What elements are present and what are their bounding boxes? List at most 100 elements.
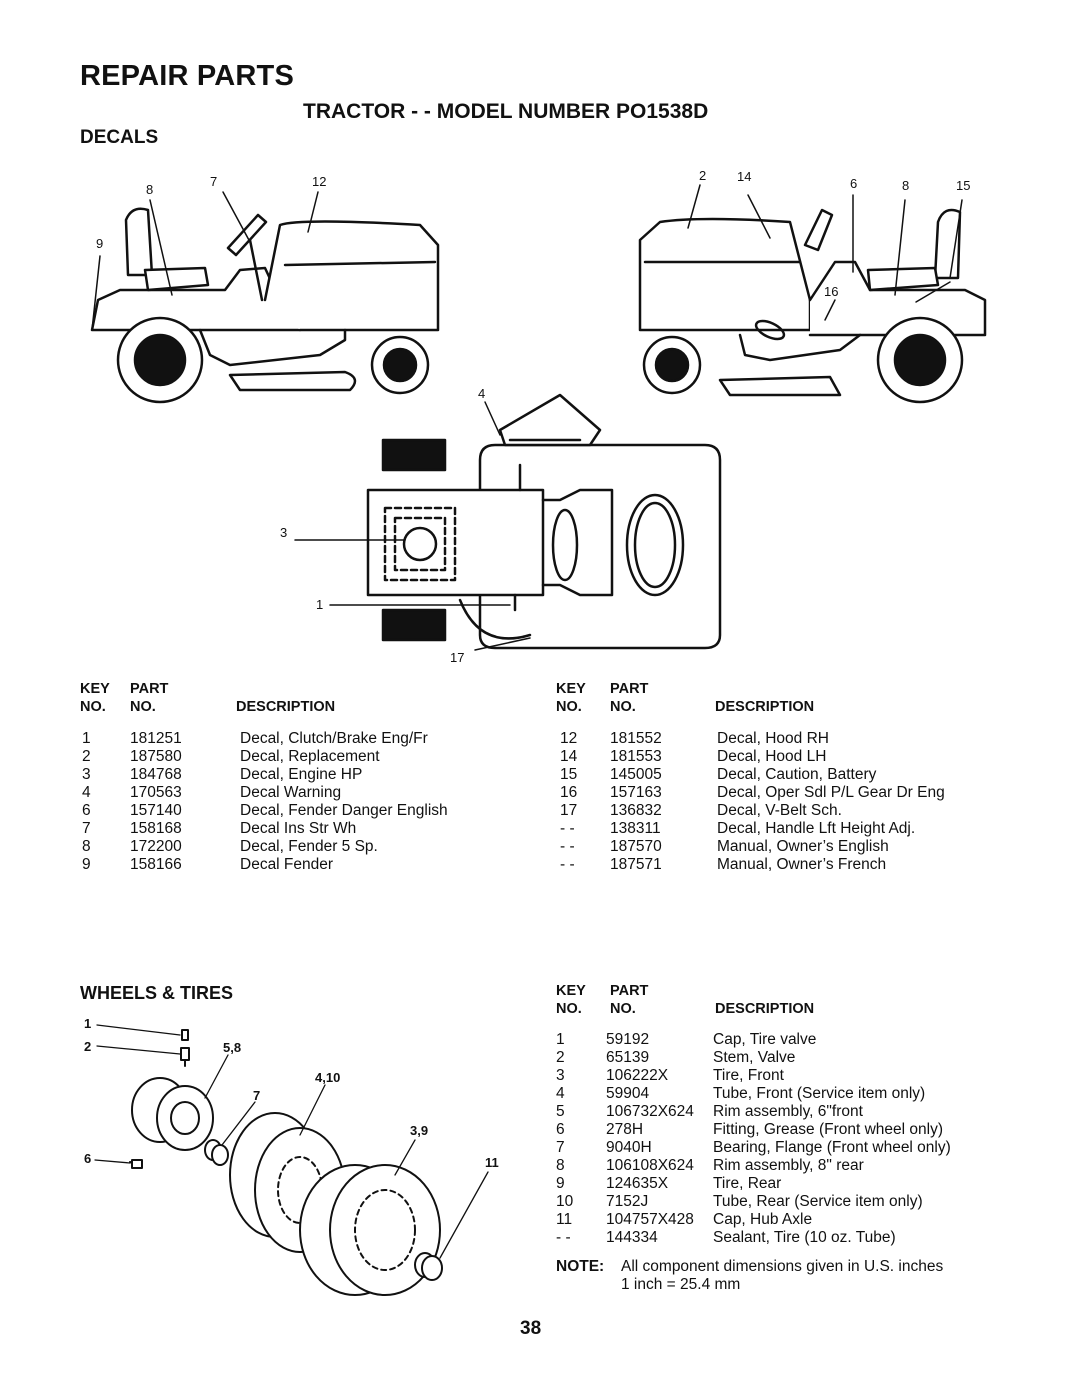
- callout-label: 8: [902, 178, 909, 193]
- description: Decal, Fender Danger English: [240, 802, 448, 819]
- tractor-top-view: [366, 393, 722, 650]
- part-no: 157140: [130, 802, 182, 819]
- description: Decal, Clutch/Brake Eng/Fr: [240, 730, 428, 747]
- page-subtitle: TRACTOR - - MODEL NUMBER PO1538D: [303, 100, 709, 123]
- wheels-heading: WHEELS & TIRES: [80, 983, 234, 1003]
- key-no: - -: [560, 820, 575, 837]
- part-no: 9040H: [606, 1139, 652, 1156]
- part-no: 106732X624: [606, 1103, 694, 1120]
- key-no: 6: [82, 802, 91, 819]
- callout-label: 7: [210, 174, 217, 189]
- description: Tire, Rear: [713, 1175, 782, 1192]
- decal-callout-numbers: 8 7 12 9 2 14 6 8 15 16 4 3 1 17: [96, 168, 970, 665]
- description: Decal, Oper Sdl P/L Gear Dr Eng: [717, 784, 945, 801]
- wheels-diagram: 1 2 5,8 4,10 7 3,9 6 11: [84, 1016, 499, 1296]
- part-no: 278H: [606, 1121, 644, 1138]
- callout-label: 16: [824, 284, 838, 299]
- description: Stem, Valve: [713, 1049, 796, 1066]
- description: Decal, Hood RH: [717, 730, 829, 747]
- part-no: 104757X428: [606, 1211, 694, 1228]
- callout-label: 3,9: [410, 1123, 428, 1138]
- decals-right-header-partno: NO.: [610, 699, 636, 715]
- callout-label: 6: [850, 176, 857, 191]
- description: Manual, Owner’s English: [717, 838, 889, 855]
- description: Decal, Handle Lft Height Adj.: [717, 820, 916, 837]
- key-no: 4: [82, 784, 91, 801]
- callout-label: 5,8: [223, 1040, 241, 1055]
- front-rim: [131, 1077, 214, 1151]
- description: Decal, Caution, Battery: [717, 766, 877, 783]
- key-no: 7: [556, 1139, 565, 1156]
- callout-label: 14: [737, 169, 751, 184]
- part-no: 181553: [610, 748, 662, 765]
- callout-label: 7: [253, 1088, 260, 1103]
- part-no: 59192: [606, 1031, 650, 1048]
- description: Tube, Rear (Service item only): [713, 1193, 923, 1210]
- key-no: 7: [82, 820, 91, 837]
- part-no: 170563: [130, 784, 182, 801]
- description: Decal, Hood LH: [717, 748, 827, 765]
- callout-label: 6: [84, 1151, 91, 1166]
- part-no: 181552: [610, 730, 662, 747]
- description: Decal, V-Belt Sch.: [717, 802, 842, 819]
- description: Manual, Owner’s French: [717, 856, 887, 873]
- key-no: 10: [556, 1193, 574, 1210]
- part-no: 158168: [130, 820, 182, 837]
- part-no: 172200: [130, 838, 182, 855]
- wheels-header-part: PART: [610, 983, 649, 999]
- callout-label: 2: [84, 1039, 91, 1054]
- part-no: 187571: [610, 856, 662, 873]
- tractor-left-side-view: [90, 207, 440, 404]
- decals-left-header-part: PART: [130, 681, 169, 697]
- description: Decal, Fender 5 Sp.: [240, 838, 378, 855]
- decals-right-header-key: KEY: [556, 681, 586, 697]
- key-no: 12: [560, 730, 578, 747]
- decal-leader-lines: [91, 184, 963, 651]
- part-no: 124635X: [606, 1175, 669, 1192]
- key-no: 2: [82, 748, 91, 765]
- callout-label: 1: [316, 597, 323, 612]
- part-no: 59904: [606, 1085, 650, 1102]
- page-title: REPAIR PARTS: [80, 60, 295, 92]
- description: Decal, Replacement: [240, 748, 380, 765]
- part-no: 158166: [130, 856, 182, 873]
- wheel-callout-numbers: 1 2 5,8 4,10 7 3,9 6 11: [84, 1016, 499, 1170]
- key-no: 8: [82, 838, 91, 855]
- description: Decal Ins Str Wh: [240, 820, 357, 837]
- key-no: 2: [556, 1049, 565, 1066]
- description: Fitting, Grease (Front wheel only): [713, 1121, 944, 1138]
- part-no: 187570: [610, 838, 662, 855]
- hub-axle-cap: [414, 1252, 443, 1281]
- description: Tire, Front: [713, 1067, 784, 1084]
- callout-label: 8: [146, 182, 153, 197]
- decals-left-header-description: DESCRIPTION: [236, 699, 336, 715]
- key-no: 11: [556, 1211, 573, 1228]
- description: Decal, Engine HP: [240, 766, 363, 783]
- callout-label: 4,10: [315, 1070, 340, 1085]
- callout-label: 4: [478, 386, 485, 401]
- key-no: 8: [556, 1157, 565, 1174]
- part-no: 106222X: [606, 1067, 669, 1084]
- grease-fitting: [129, 1159, 143, 1169]
- part-no: 181251: [130, 730, 182, 747]
- note-text-line2: 1 inch = 25.4 mm: [621, 1276, 741, 1293]
- callout-label: 1: [84, 1016, 91, 1031]
- key-no: 3: [82, 766, 91, 783]
- part-no: 184768: [130, 766, 182, 783]
- description: Cap, Hub Axle: [713, 1211, 813, 1228]
- key-no: - -: [556, 1229, 571, 1246]
- part-no: 7152J: [606, 1193, 649, 1210]
- rear-tire: [299, 1164, 441, 1296]
- callout-label: 2: [699, 168, 706, 183]
- description: Rim assembly, 6"front: [713, 1103, 863, 1120]
- page-number: 38: [520, 1318, 542, 1339]
- part-no: 65139: [606, 1049, 650, 1066]
- valve-cap-and-stem: [180, 1029, 190, 1067]
- part-no: 157163: [610, 784, 662, 801]
- decals-heading: DECALS: [80, 127, 159, 148]
- callout-label: 17: [450, 650, 464, 665]
- description: Tube, Front (Service item only): [713, 1085, 926, 1102]
- description: Decal Warning: [240, 784, 342, 801]
- decals-left-header-partno: NO.: [130, 699, 156, 715]
- description: Rim assembly, 8" rear: [713, 1157, 864, 1174]
